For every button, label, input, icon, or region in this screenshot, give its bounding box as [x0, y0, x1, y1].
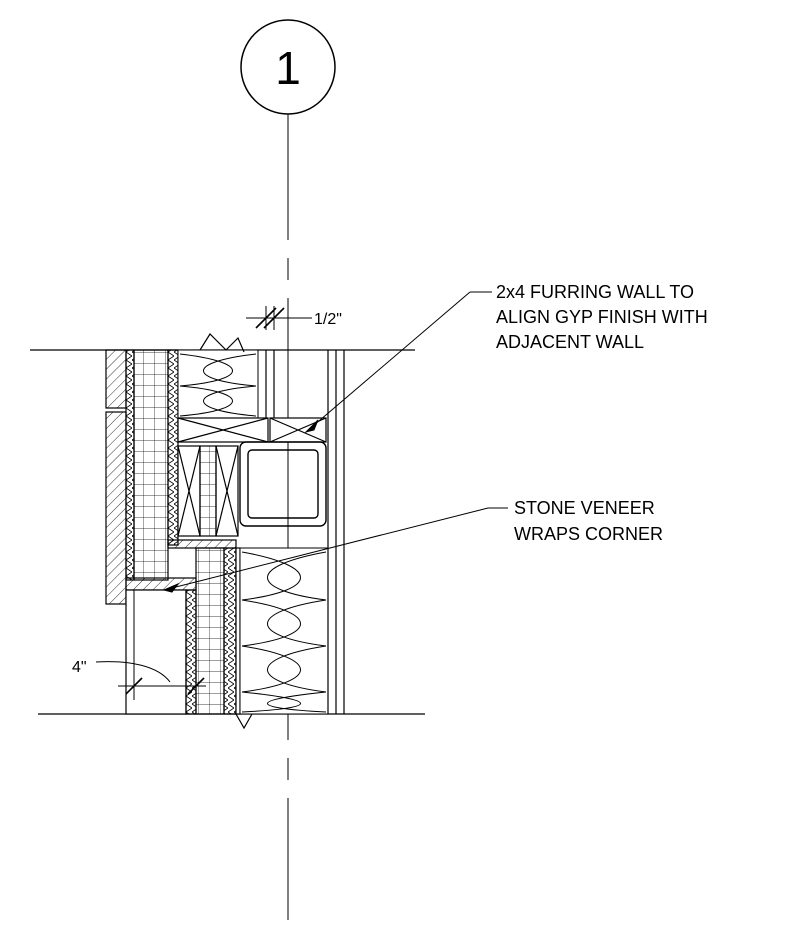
top-plates [177, 417, 327, 443]
furring-note: 2x4 FURRING WALL TO ALIGN GYP FINISH WIT… [496, 282, 708, 352]
grid-bubble: 1 [240, 19, 336, 115]
four-inch-dimension [95, 590, 206, 700]
lower-batt-insulation [235, 547, 329, 730]
grid-bubble-label: 1 [275, 42, 301, 94]
stone-note-line2: WRAPS CORNER [514, 524, 663, 544]
furring-studs [177, 445, 239, 537]
steel-column [239, 441, 327, 527]
stone-veneer [105, 349, 135, 605]
four-inch-label: 4" [72, 659, 87, 676]
furring-leader [304, 291, 492, 433]
upper-gap [265, 350, 275, 420]
stone-leader [162, 507, 508, 593]
furring-note-line2: ALIGN GYP FINISH WITH [496, 307, 708, 327]
furring-note-line1: 2x4 FURRING WALL TO [496, 282, 694, 302]
stone-note: STONE VENEER WRAPS CORNER [514, 498, 663, 544]
stone-corner-wrap [125, 539, 237, 715]
stone-note-line1: STONE VENEER [514, 498, 655, 518]
interior-gypsum [327, 350, 345, 714]
upper-batt-insulation [177, 333, 259, 419]
half-inch-dimension [246, 306, 312, 330]
furring-note-line3: ADJACENT WALL [496, 332, 644, 352]
half-inch-label: 1/2" [314, 311, 342, 328]
lower-wall-layers [185, 547, 241, 715]
